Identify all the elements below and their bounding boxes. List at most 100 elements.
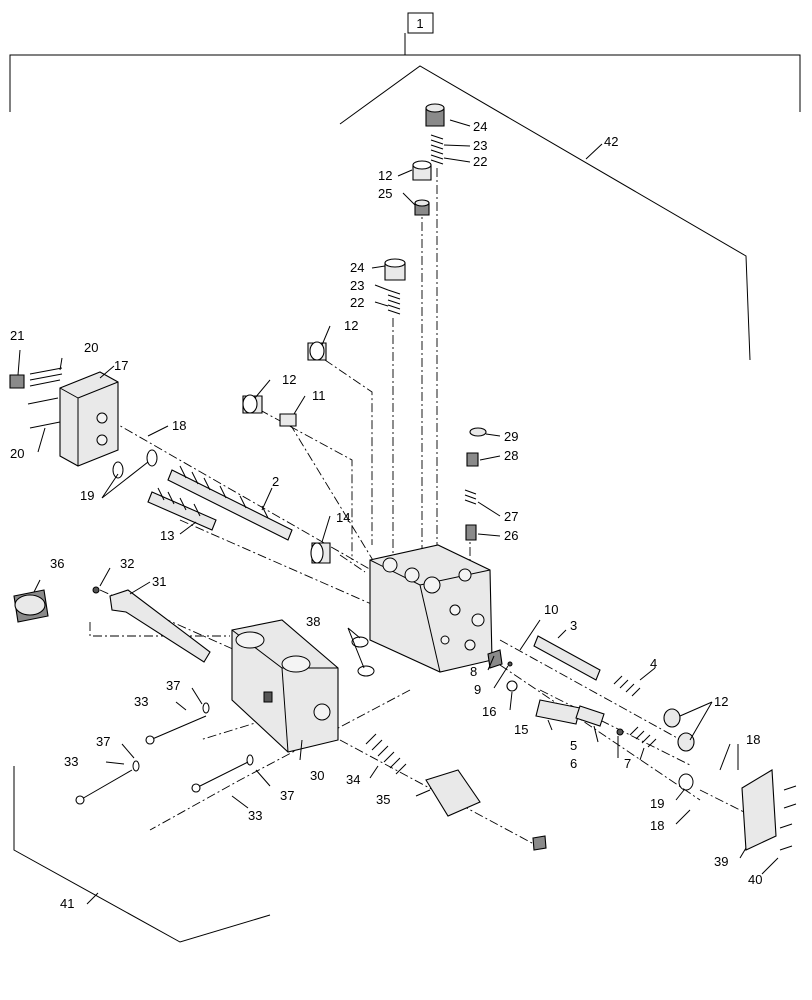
ball-6	[616, 728, 624, 736]
callout-2: 2	[272, 474, 279, 489]
callout-33-c: 33	[248, 808, 262, 823]
spring-23-mid	[387, 289, 401, 315]
callout-30: 30	[310, 768, 324, 783]
o-rings-19-right	[678, 773, 694, 791]
spring-23-top	[430, 134, 444, 165]
callout-38: 38	[306, 614, 320, 629]
callout-24-mid: 24	[350, 260, 364, 275]
callout-23-mid: 23	[350, 278, 364, 293]
callout-7: 7	[624, 756, 631, 771]
callout-4: 4	[650, 656, 657, 671]
spring-34	[365, 733, 407, 775]
spring-4	[613, 675, 641, 697]
poppet-5	[575, 705, 605, 727]
callout-29: 29	[504, 429, 518, 444]
callout-12-top: 12	[378, 168, 392, 183]
spool-3	[533, 635, 601, 681]
callout-11: 11	[312, 388, 326, 403]
callout-12-right: 12	[714, 694, 728, 709]
callout-34: 34	[346, 772, 360, 787]
end-cap-17	[59, 371, 119, 467]
callout-5: 5	[570, 738, 577, 753]
callout-42: 42	[604, 134, 618, 149]
callout-15: 15	[514, 722, 528, 737]
poppet-25	[414, 199, 430, 216]
plug-21	[9, 374, 25, 389]
poppet-15	[535, 699, 581, 725]
callout-33-b: 33	[64, 754, 78, 769]
callout-20-top: 20	[84, 340, 98, 355]
plug-35	[425, 769, 481, 817]
spring-27	[464, 489, 477, 505]
callout-labels: 1 42 41 24 23 22 12 25 24 23 22 12 12 11…	[10, 16, 762, 911]
end-cover-39	[741, 769, 777, 851]
plug-12-left	[242, 394, 263, 414]
screws-20-upper	[29, 367, 63, 387]
callout-17: 17	[114, 358, 128, 373]
ball-16	[506, 680, 518, 692]
callout-33-a: 33	[134, 694, 148, 709]
bolts-33	[75, 715, 249, 805]
o-rings-38	[351, 636, 375, 677]
ball-32	[92, 586, 100, 594]
plug-14	[310, 542, 331, 564]
callout-26: 26	[504, 528, 518, 543]
plug-12-upper	[307, 341, 327, 361]
poppet-26	[465, 524, 477, 541]
callout-37-c: 37	[280, 788, 294, 803]
callout-39: 39	[714, 854, 728, 869]
assembly-bracket-42	[339, 65, 751, 361]
fitting-11	[279, 413, 297, 427]
callout-37-b: 37	[96, 734, 110, 749]
callout-40: 40	[748, 872, 762, 887]
callout-6: 6	[570, 756, 577, 771]
plugs-12-right	[663, 708, 695, 752]
callout-20-bottom: 20	[10, 446, 24, 461]
callout-37-a: 37	[166, 678, 180, 693]
callout-28: 28	[504, 448, 518, 463]
spool-13	[147, 487, 217, 531]
spool-2	[167, 465, 293, 541]
callout-19-right: 19	[650, 796, 664, 811]
callout-12-upper: 12	[344, 318, 358, 333]
plug-24-mid	[384, 258, 406, 281]
plug-28	[466, 452, 479, 467]
valve-body	[369, 544, 493, 673]
callout-18-left: 18	[172, 418, 186, 433]
callout-25: 25	[378, 186, 392, 201]
callout-13: 13	[160, 528, 174, 543]
callout-21: 21	[10, 328, 24, 343]
callout-35: 35	[376, 792, 390, 807]
screws-20-lower	[27, 397, 61, 429]
callout-14: 14	[336, 510, 350, 525]
leader-lines	[17, 119, 779, 875]
washers-37	[132, 702, 254, 772]
callout-box-1	[407, 12, 434, 34]
callout-23-top: 23	[473, 138, 487, 153]
callout-41: 41	[60, 896, 74, 911]
callout-9: 9	[474, 682, 481, 697]
spool-31	[109, 589, 211, 663]
cap-36	[13, 589, 49, 623]
callout-22-top: 22	[473, 154, 487, 169]
callout-1: 1	[416, 16, 423, 31]
callout-8: 8	[470, 664, 477, 679]
callout-18-right: 18	[746, 732, 760, 747]
callout-16: 16	[482, 704, 496, 719]
assembly-bracket-41	[13, 766, 271, 943]
disc-29	[469, 427, 487, 437]
assembly-bracket-1	[9, 12, 801, 112]
callout-18-bottom: 18	[650, 818, 664, 833]
callout-12-left: 12	[282, 372, 296, 387]
spring-7	[629, 726, 657, 748]
plug-12-top	[412, 160, 432, 181]
screws-40	[779, 785, 797, 851]
callout-24-top: 24	[473, 119, 487, 134]
callout-3: 3	[570, 618, 577, 633]
plug-small	[532, 835, 547, 851]
callout-31: 31	[152, 574, 166, 589]
plug-24-top	[425, 103, 445, 127]
callout-10: 10	[544, 602, 558, 617]
callout-19-left: 19	[80, 488, 94, 503]
